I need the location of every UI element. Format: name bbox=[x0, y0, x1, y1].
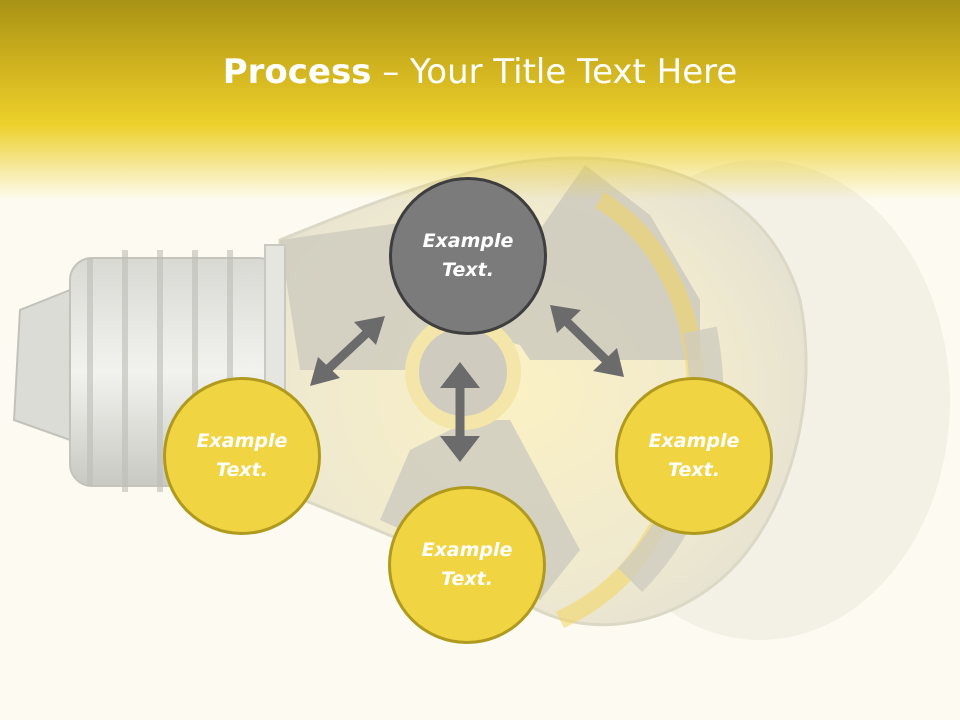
double-arrow-icon bbox=[550, 305, 624, 377]
node-text-line2: Text. bbox=[216, 459, 268, 481]
double-arrow-icon bbox=[310, 316, 385, 386]
process-node-bottom[interactable]: Example Text. bbox=[388, 486, 546, 644]
process-node-right[interactable]: Example Text. bbox=[615, 377, 773, 535]
node-text-line2: Text. bbox=[668, 459, 720, 481]
arrows bbox=[310, 305, 624, 462]
title-bar bbox=[0, 0, 960, 200]
double-arrow-icon bbox=[440, 362, 480, 462]
node-text-line1: Example bbox=[648, 430, 740, 452]
process-node-left[interactable]: Example Text. bbox=[163, 377, 321, 535]
page-title: Process – Your Title Text Here bbox=[0, 52, 960, 92]
node-text-line1: Example bbox=[421, 539, 513, 561]
node-text-line1: Example bbox=[196, 430, 288, 452]
title-rest: – Your Title Text Here bbox=[371, 52, 738, 92]
node-text-line2: Text. bbox=[441, 568, 493, 590]
title-bold: Process bbox=[222, 52, 372, 92]
node-text-line1: Example bbox=[422, 230, 514, 252]
process-node-top[interactable]: Example Text. bbox=[389, 177, 547, 335]
node-text-line2: Text. bbox=[442, 259, 494, 281]
